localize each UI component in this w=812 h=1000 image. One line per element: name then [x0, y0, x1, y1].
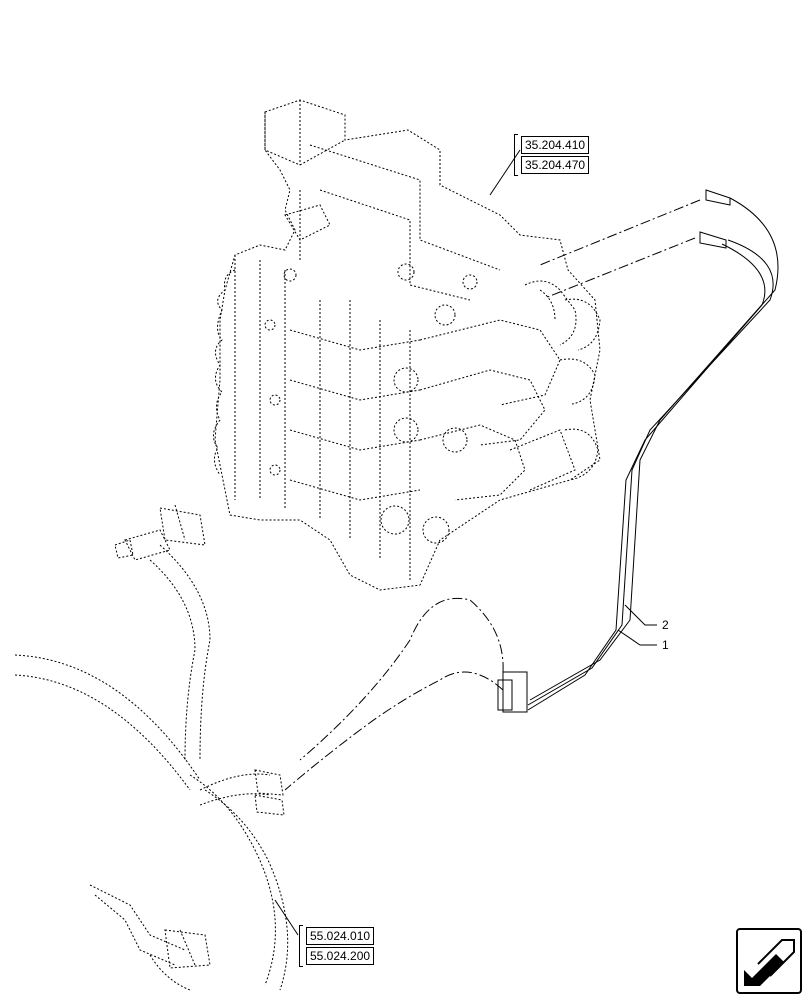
main-harness: [14, 504, 289, 991]
reference-bracket-bottom: [299, 925, 303, 967]
previous-page-arrow-icon: [744, 939, 795, 986]
reference-link-top-1[interactable]: 35.204.410: [521, 136, 590, 154]
leader-lines: [284, 199, 701, 791]
control-valve-assembly: [213, 99, 601, 591]
previous-page-button[interactable]: [736, 928, 802, 994]
callout-leaders: [274, 149, 657, 936]
callout-1: 1: [662, 638, 669, 652]
wire-harness-1-2: [497, 189, 779, 713]
reference-link-bottom-2[interactable]: 55.024.200: [306, 947, 375, 965]
reference-bracket-top: [514, 134, 518, 176]
callout-2: 2: [662, 618, 669, 632]
reference-link-top-2[interactable]: 35.204.470: [521, 156, 590, 174]
reference-link-bottom-1[interactable]: 55.024.010: [306, 927, 375, 945]
